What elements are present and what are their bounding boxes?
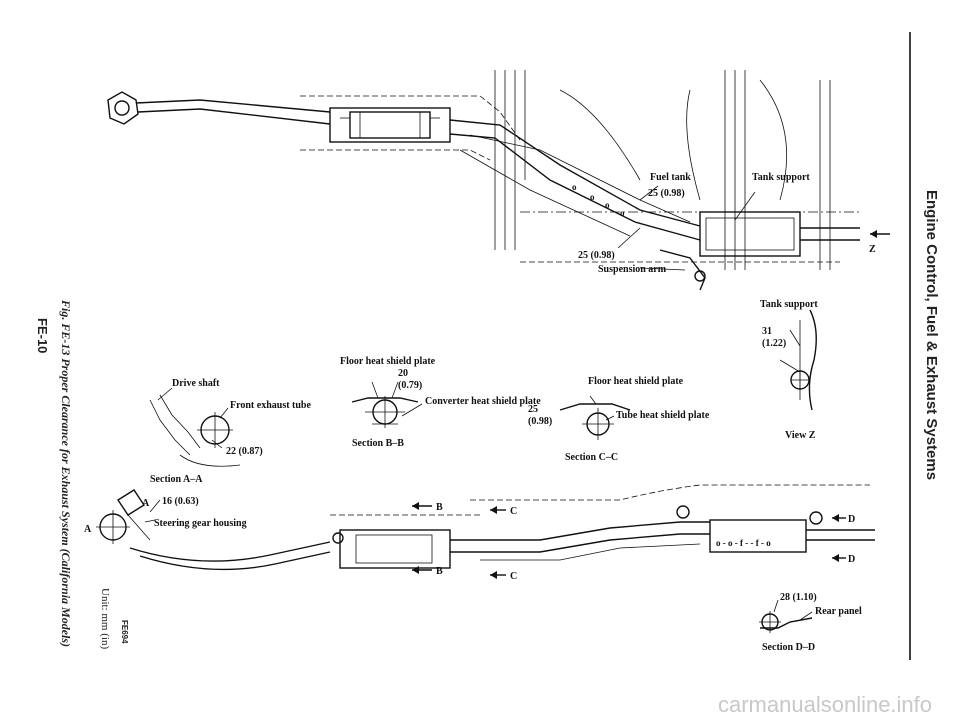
fuel-tank-label: Fuel tank: [650, 172, 691, 183]
section-d-clearance: 28 (1.10): [780, 592, 817, 603]
section-a-a: Drive shaft Front exhaust tube 22 (0.87)…: [149, 378, 311, 485]
suspension-arm-label: Suspension arm: [598, 264, 667, 275]
section-b-clearance-inch: (0.79): [398, 380, 422, 391]
d-arrow-bottom-icon: [832, 554, 846, 562]
side-marker-b-bottom: B: [436, 566, 443, 577]
svg-text:o - o - f - - f - o: o - o - f - - f - o: [716, 538, 771, 548]
section-d-d: 28 (1.10) Rear panel Section D–D: [759, 592, 862, 653]
muffler-top-icon: [699, 211, 801, 257]
page-number: FE-10: [35, 318, 50, 353]
unit-label: Unit: mm (in): [99, 588, 111, 649]
z-arrow-icon: [870, 230, 890, 238]
svg-text:o: o: [620, 208, 625, 218]
figure-code: FE694: [120, 620, 129, 644]
c-arrow-bottom-icon: [490, 571, 506, 579]
svg-text:o: o: [590, 192, 595, 202]
muffler-side-icon: o - o - f - - f - o: [709, 519, 807, 553]
drive-shaft-label: Drive shaft: [172, 378, 220, 389]
suspension-clearance: 25 (0.98): [578, 250, 615, 261]
c-arrow-top-icon: [490, 506, 506, 514]
side-marker-d-top: D: [848, 514, 855, 525]
svg-text:o: o: [572, 182, 577, 192]
b-arrow-top-icon: [412, 502, 432, 510]
side-title: Engine Control, Fuel & Exhaust Systems: [923, 190, 940, 480]
front-exhaust-tube-label: Front exhaust tube: [230, 400, 311, 411]
side-marker-a-left: A: [84, 524, 92, 535]
section-c-c: Floor heat shield plate 25 (0.98) Tube h…: [528, 376, 710, 463]
section-b-converter-shield-label: Converter heat shield plate: [425, 396, 541, 407]
d-arrow-top-icon: [832, 514, 846, 522]
section-b-clearance-value: 20: [398, 368, 408, 379]
section-b-b: Floor heat shield plate 20 (0.79) Conver…: [340, 356, 541, 449]
side-marker-c-bottom: C: [510, 571, 517, 582]
side-elevation-view: A A o - o - f - - f - o: [84, 484, 875, 582]
view-z-clearance-inch: (1.22): [762, 338, 786, 349]
converter-top-icon: [329, 107, 451, 143]
rear-panel-label: Rear panel: [815, 606, 862, 617]
fuel-tank-clearance: 25 (0.98): [648, 188, 685, 199]
section-c-tube-shield-label: Tube heat shield plate: [616, 410, 710, 421]
section-a-title: Section A–A: [150, 474, 203, 485]
section-c-clearance-value: 25: [528, 404, 538, 415]
top-plan-view: o o o o Z: [107, 70, 890, 291]
section-c-title: Section C–C: [565, 452, 618, 463]
section-c-clearance-inch: (0.98): [528, 416, 552, 427]
front-flange-icon: [107, 91, 139, 125]
steering-gear-housing-label: Steering gear housing: [154, 518, 247, 529]
watermark-text: carmanualsonline.info: [718, 692, 932, 717]
view-z: Tank support 31 (1.22) View Z: [760, 299, 818, 441]
figure-caption: Fig. FE-13 Proper Clearance for Exhaust …: [59, 299, 73, 647]
b-arrow-bottom-icon: [412, 566, 432, 574]
side-marker-b-top: B: [436, 502, 443, 513]
side-marker-c-top: C: [510, 506, 517, 517]
view-z-tank-support-label: Tank support: [760, 299, 818, 310]
section-b-title: Section B–B: [352, 438, 404, 449]
view-z-clearance-value: 31: [762, 326, 772, 337]
converter-side-icon: [339, 529, 451, 569]
tank-support-label: Tank support: [752, 172, 810, 183]
side-clearance-a: 16 (0.63): [162, 496, 199, 507]
side-marker-d-bottom: D: [848, 554, 855, 565]
section-c-floor-shield-label: Floor heat shield plate: [588, 376, 684, 387]
side-marker-a-top: A: [142, 498, 150, 509]
section-b-floor-shield-label: Floor heat shield plate: [340, 356, 436, 367]
section-a-clearance: 22 (0.87): [226, 446, 263, 457]
section-d-title: Section D–D: [762, 642, 815, 653]
z-marker-label: Z: [869, 244, 876, 255]
view-z-title: View Z: [785, 430, 816, 441]
svg-text:o: o: [605, 200, 610, 210]
